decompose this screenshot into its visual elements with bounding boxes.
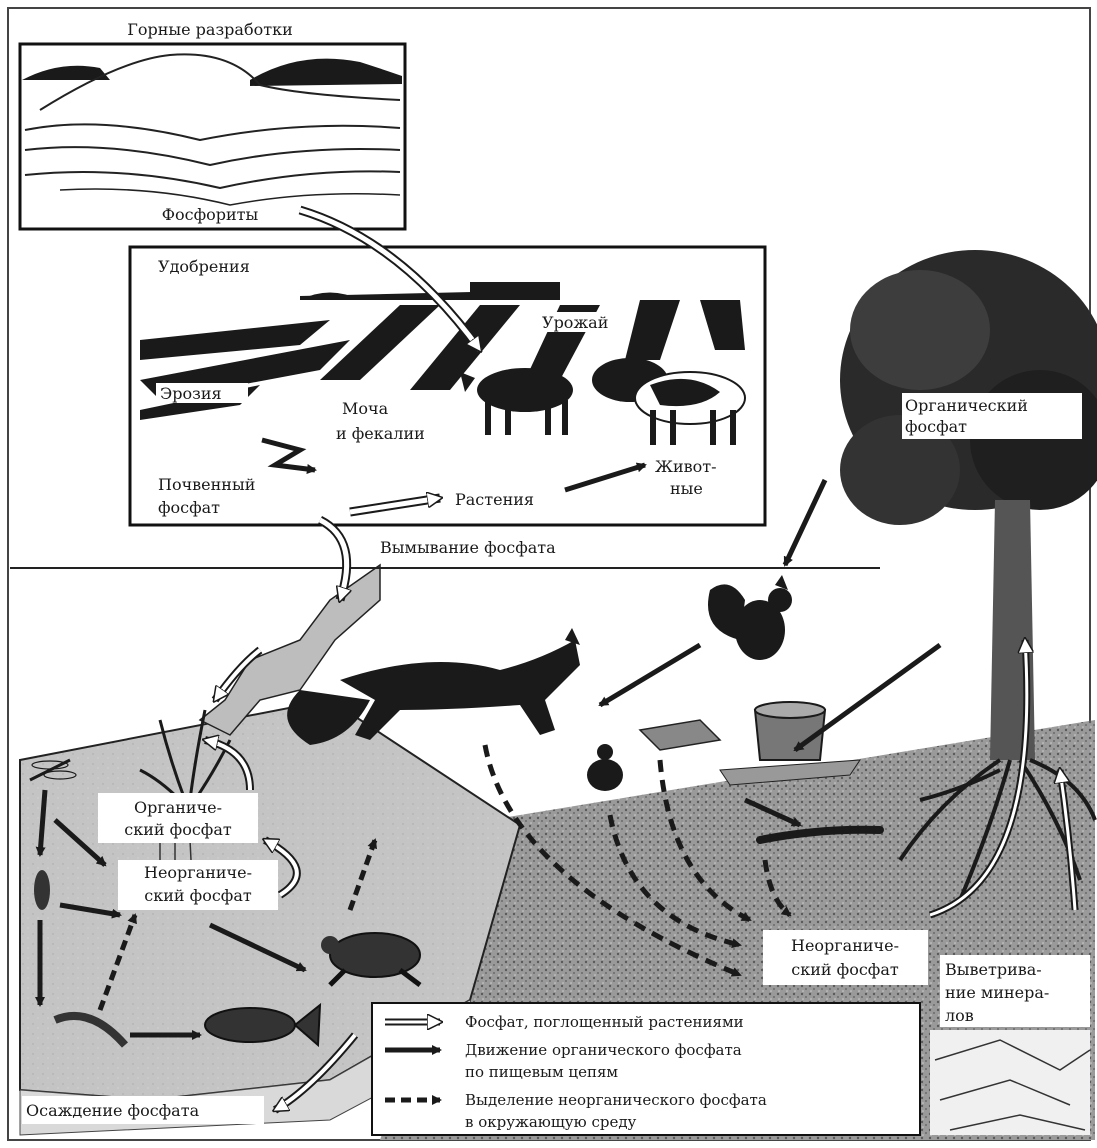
inorganic-soil-label-1: Неорганиче- bbox=[791, 936, 899, 955]
weathering-label-2: ние минера- bbox=[945, 983, 1049, 1002]
inorganic-soil-label-2: ский фосфат bbox=[791, 960, 899, 979]
mining-panel: Горные разработки Фосфориты bbox=[20, 20, 405, 229]
small-fish-icon bbox=[34, 870, 50, 910]
animals-label-1: Живот- bbox=[655, 457, 717, 476]
phosphorites-label: Фосфориты bbox=[162, 205, 259, 224]
organic-water-label-1: Органиче- bbox=[134, 798, 222, 817]
leaching-label: Вымывание фосфата bbox=[380, 538, 556, 557]
fertilizers-label: Удобрения bbox=[158, 257, 250, 276]
organic-tree-label-2: фосфат bbox=[905, 417, 967, 436]
legend-item-3-line-2: в окружающую среду bbox=[465, 1113, 637, 1131]
legend-item-2-line-1: Движение органического фосфата bbox=[465, 1041, 742, 1059]
soil-phosphate-label-1: Почвенный bbox=[158, 475, 255, 494]
legend: Фосфат, поглощенный растениями Движение … bbox=[372, 1003, 920, 1135]
weathering-label-1: Выветрива- bbox=[945, 960, 1042, 979]
organic-water-label-2: ский фосфат bbox=[124, 820, 232, 839]
inorganic-water-label-1: Неорганиче- bbox=[144, 863, 252, 882]
mining-label: Горные разработки bbox=[127, 20, 293, 39]
weathering-label-3: лов bbox=[945, 1006, 974, 1025]
farm-panel: Удобрения Урожай Эрозия Моча и фекалии П… bbox=[130, 247, 765, 525]
weathering-rocks bbox=[930, 1030, 1090, 1135]
legend-item-1: Фосфат, поглощенный растениями bbox=[465, 1013, 744, 1031]
sedimentation-label: Осаждение фосфата bbox=[26, 1101, 200, 1120]
legend-item-2-line-2: по пищевым цепям bbox=[465, 1063, 618, 1081]
harvest-label: Урожай bbox=[542, 313, 608, 332]
erosion-label: Эрозия bbox=[160, 384, 222, 403]
animals-label-2: ные bbox=[670, 479, 703, 498]
urine-label-2: и фекалии bbox=[336, 424, 425, 443]
urine-label-1: Моча bbox=[342, 399, 389, 418]
plants-label: Растения bbox=[455, 490, 534, 509]
legend-item-3-line-1: Выделение неорганического фосфата bbox=[465, 1091, 767, 1109]
organic-tree-label-1: Органический bbox=[905, 396, 1028, 415]
soil-phosphate-label-2: фосфат bbox=[158, 498, 220, 517]
inorganic-water-label-2: ский фосфат bbox=[144, 886, 252, 905]
